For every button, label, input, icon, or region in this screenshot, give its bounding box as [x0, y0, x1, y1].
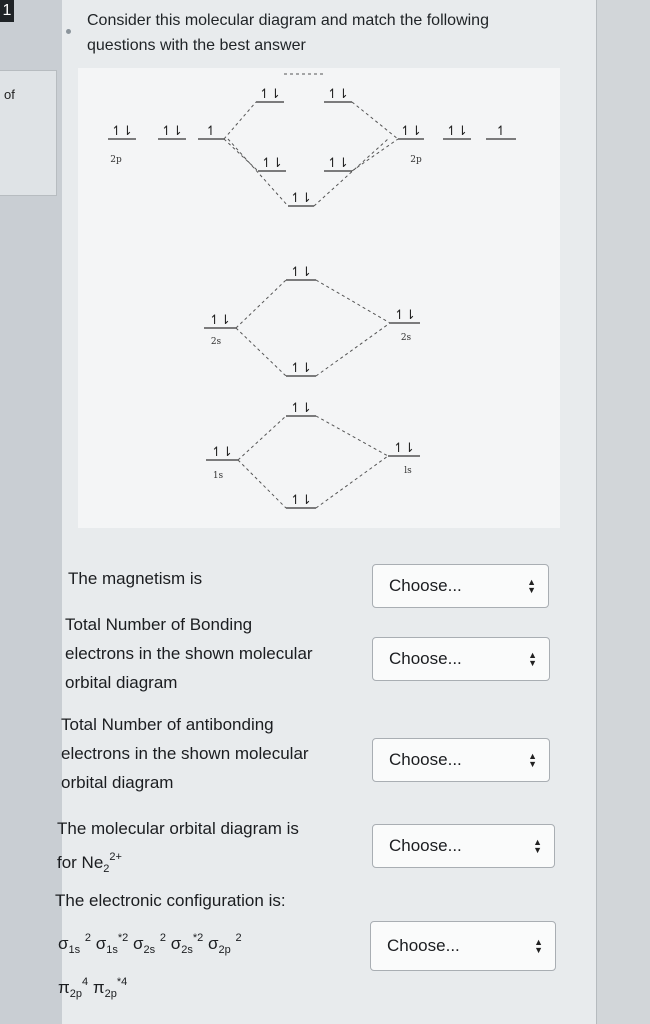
question-line: The electronic configuration is: [55, 891, 286, 910]
question-text-diagram-for: The molecular orbital diagram is for Ne2… [57, 814, 299, 884]
updown-glyph: ▲▼ [533, 837, 542, 856]
config-term: π2p*4 [92, 976, 128, 1000]
question-line: electrons in the shown molecular [61, 744, 309, 763]
select-arrows-icon: ▲▼ [528, 739, 537, 781]
select-arrows-icon: ▲▼ [528, 638, 537, 680]
arrow-pair: ↿⇂ [261, 156, 283, 171]
updown-glyph: ▲▼ [534, 937, 543, 956]
formula-text: for Ne [57, 853, 104, 872]
select-arrows-icon: ▲▼ [534, 922, 543, 970]
label-2s-right: 2s [401, 333, 412, 343]
arrow-pair: ↿⇂ [394, 308, 416, 323]
arrow-pair: ↿⇂ [393, 441, 415, 456]
arrow-pair: ↿⇂ [209, 313, 231, 328]
arrow-pair: ↿⇂ [290, 361, 312, 376]
arrow-pair: ↿⇂ [290, 191, 312, 206]
arrow-single: ↿ [206, 124, 217, 139]
select-value: Choose... [389, 750, 462, 769]
updown-glyph: ▲▼ [528, 751, 537, 770]
antibonding-electrons-select[interactable]: Choose... ▲▼ [372, 738, 550, 782]
question-line: The molecular orbital diagram is [57, 819, 299, 838]
select-arrows-icon: ▲▼ [533, 825, 542, 867]
label-1s-left: 1s [213, 471, 224, 481]
question-text-antibonding: Total Number of antibonding electrons in… [61, 710, 309, 797]
arrow-pair: ↿⇂ [161, 124, 183, 139]
diagram-for-select[interactable]: Choose... ▲▼ [372, 824, 555, 868]
config-term: σ1s 2 [58, 932, 91, 956]
select-value: Choose... [387, 936, 460, 955]
select-value: Choose... [389, 836, 462, 855]
config-line-1: σ1s 2 σ1s*2 σ2s 2 σ2s*2 σ2p 2 [58, 922, 242, 966]
arrow-pair: ↿⇂ [327, 87, 349, 102]
select-value: Choose... [389, 649, 462, 668]
arrow-pair: ↿⇂ [290, 265, 312, 280]
config-term: σ2p 2 [207, 932, 242, 956]
arrow-pair: ↿⇂ [290, 401, 312, 416]
question-text-configuration: The electronic configuration is: [55, 886, 286, 915]
electron-configuration: σ1s 2 σ1s*2 σ2s 2 σ2s*2 σ2p 2 π2p4 π2p*4 [58, 922, 242, 1010]
question-text-magnetism: The magnetism is [68, 564, 202, 593]
question-line: orbital diagram [65, 673, 178, 692]
question-prompt: Consider this molecular diagram and matc… [87, 12, 489, 54]
label-2s-left: 2s [211, 337, 222, 347]
formula-superscript: 2+ [109, 851, 122, 863]
question-line: electrons in the shown molecular [65, 644, 313, 663]
arrow-pair: ↿⇂ [446, 124, 468, 139]
formula-subscript: 2 [103, 863, 110, 875]
question-formula: for Ne22+ [57, 843, 299, 884]
label-2p-left: 2p [110, 155, 122, 165]
config-line-2: π2p4 π2p*4 [58, 966, 242, 1010]
question-line: Total Number of antibonding [61, 715, 274, 734]
question-line: Total Number of Bonding [65, 615, 253, 634]
bullet-icon [66, 29, 71, 34]
question-number: 1 [0, 0, 14, 22]
navigation-label: of [4, 87, 15, 102]
card-edge [596, 0, 650, 1024]
arrow-pair: ↿⇂ [400, 124, 422, 139]
arrow-pair: ↿⇂ [290, 493, 312, 508]
label-2p-right: 2p [410, 155, 422, 165]
mo-diagram-svg: ↿⇂ ↿⇂ ↿ ↿⇂ ↿⇂ ↿ ↿⇂ ↿⇂ ↿⇂ ↿⇂ ↿⇂ ↿⇂ ↿⇂ ↿⇂ … [108, 73, 516, 509]
updown-glyph: ▲▼ [527, 577, 536, 596]
select-arrows-icon: ▲▼ [527, 565, 536, 607]
navigation-panel: of [0, 70, 57, 196]
arrow-pair: ↿⇂ [111, 124, 133, 139]
config-term: σ1s*2 [95, 932, 129, 956]
magnetism-select[interactable]: Choose... ▲▼ [372, 564, 549, 608]
arrow-pair: ↿⇂ [211, 445, 233, 460]
select-value: Choose... [389, 576, 462, 595]
updown-glyph: ▲▼ [528, 650, 537, 669]
configuration-select[interactable]: Choose... ▲▼ [370, 921, 556, 971]
arrow-single: ↿ [496, 124, 507, 139]
question-text-bonding: Total Number of Bonding electrons in the… [65, 610, 313, 697]
config-term: σ2s 2 [132, 932, 166, 956]
config-term: σ2s*2 [170, 932, 204, 956]
molecular-orbital-diagram: ↿⇂ ↿⇂ ↿ ↿⇂ ↿⇂ ↿ ↿⇂ ↿⇂ ↿⇂ ↿⇂ ↿⇂ ↿⇂ ↿⇂ ↿⇂ … [78, 68, 560, 528]
question-line: orbital diagram [61, 773, 174, 792]
arrow-pair: ↿⇂ [327, 156, 349, 171]
arrow-pair: ↿⇂ [259, 87, 281, 102]
config-term: π2p4 [58, 976, 89, 1000]
bonding-electrons-select[interactable]: Choose... ▲▼ [372, 637, 550, 681]
question-line: The magnetism is [68, 569, 203, 588]
label-1s-right: ls [404, 466, 412, 476]
